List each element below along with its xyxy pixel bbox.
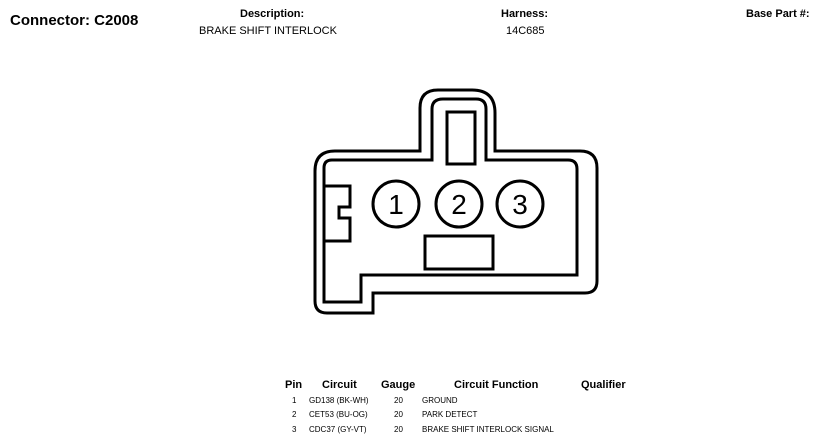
table-row-gauge: 20 bbox=[394, 396, 403, 405]
pin-label-2: 2 bbox=[451, 189, 467, 220]
table-row-pin: 3 bbox=[292, 425, 297, 434]
description-label: Description: bbox=[240, 8, 305, 20]
base-part-label: Base Part #: bbox=[746, 8, 810, 20]
table-row-function: BRAKE SHIFT INTERLOCK SIGNAL bbox=[422, 425, 554, 434]
pin-label-1: 1 bbox=[388, 189, 404, 220]
col-header-qualifier: Qualifier bbox=[581, 379, 626, 391]
pin-label-3: 3 bbox=[512, 189, 528, 220]
table-row-circuit: CET53 (BU-OG) bbox=[309, 410, 368, 419]
pin-cavity-circle bbox=[371, 179, 421, 229]
table-row-function: GROUND bbox=[422, 396, 458, 405]
table-row-function: PARK DETECT bbox=[422, 410, 478, 419]
table-row-gauge: 20 bbox=[394, 410, 403, 419]
connector-housing-outer bbox=[313, 88, 599, 315]
harness-label: Harness: bbox=[501, 8, 549, 20]
pin-cavity-2: 2 bbox=[434, 179, 484, 229]
table-row-pin: 2 bbox=[292, 410, 297, 419]
pin-cavity-1: 1 bbox=[371, 179, 421, 229]
keying-notch bbox=[324, 184, 352, 243]
col-header-function: Circuit Function bbox=[454, 379, 539, 391]
table-row-pin: 1 bbox=[292, 396, 297, 405]
table-row-circuit: GD138 (BK-WH) bbox=[309, 396, 369, 405]
connector-housing-inner bbox=[322, 97, 579, 304]
harness-value: 14C685 bbox=[506, 25, 545, 37]
pin-cavity-circle bbox=[495, 179, 545, 229]
latch-slot bbox=[445, 110, 477, 166]
table-row-gauge: 20 bbox=[394, 425, 403, 434]
connector-title: Connector: C2008 bbox=[10, 12, 139, 29]
table-row-circuit: CDC37 (GY-VT) bbox=[309, 425, 367, 434]
col-header-circuit: Circuit bbox=[322, 379, 357, 391]
pin-cavity-circle bbox=[434, 179, 484, 229]
pin-cavity-3: 3 bbox=[495, 179, 545, 229]
description-value: BRAKE SHIFT INTERLOCK bbox=[199, 25, 337, 37]
polarization-key bbox=[423, 234, 495, 271]
col-header-gauge: Gauge bbox=[381, 379, 416, 391]
col-header-pin: Pin bbox=[285, 379, 303, 391]
